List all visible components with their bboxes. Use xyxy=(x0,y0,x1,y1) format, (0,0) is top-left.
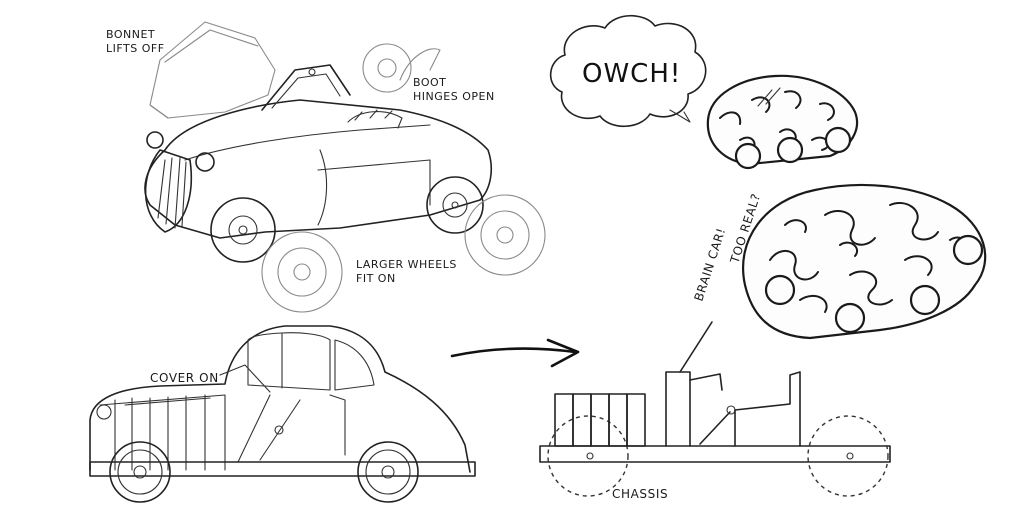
small-brain-car-drawing xyxy=(706,74,858,170)
boot-label-line1: BOOT xyxy=(413,76,446,89)
bonnet-label-line1: BONNET xyxy=(106,28,155,41)
brain-car-label: BRAIN CAR! xyxy=(692,226,729,303)
bonnet-label-line2: LIFTS OFF xyxy=(106,42,165,55)
side-view-car-drawing xyxy=(89,325,476,503)
large-brain-drawing xyxy=(742,183,987,340)
transition-arrow xyxy=(450,338,580,368)
speech-bubble xyxy=(549,15,707,127)
wheels-label-line1: LARGER WHEELS xyxy=(356,258,457,271)
chassis-drawing xyxy=(539,321,891,497)
chassis-label: CHASSIS xyxy=(612,487,668,501)
speech-bubble-text: OWCH! xyxy=(582,59,681,89)
cover-on-label: COVER ON xyxy=(150,371,219,385)
boot-label-line2: HINGES OPEN xyxy=(413,90,495,103)
exploded-car-drawing xyxy=(144,21,546,313)
wheels-label-line2: FIT ON xyxy=(356,272,396,285)
